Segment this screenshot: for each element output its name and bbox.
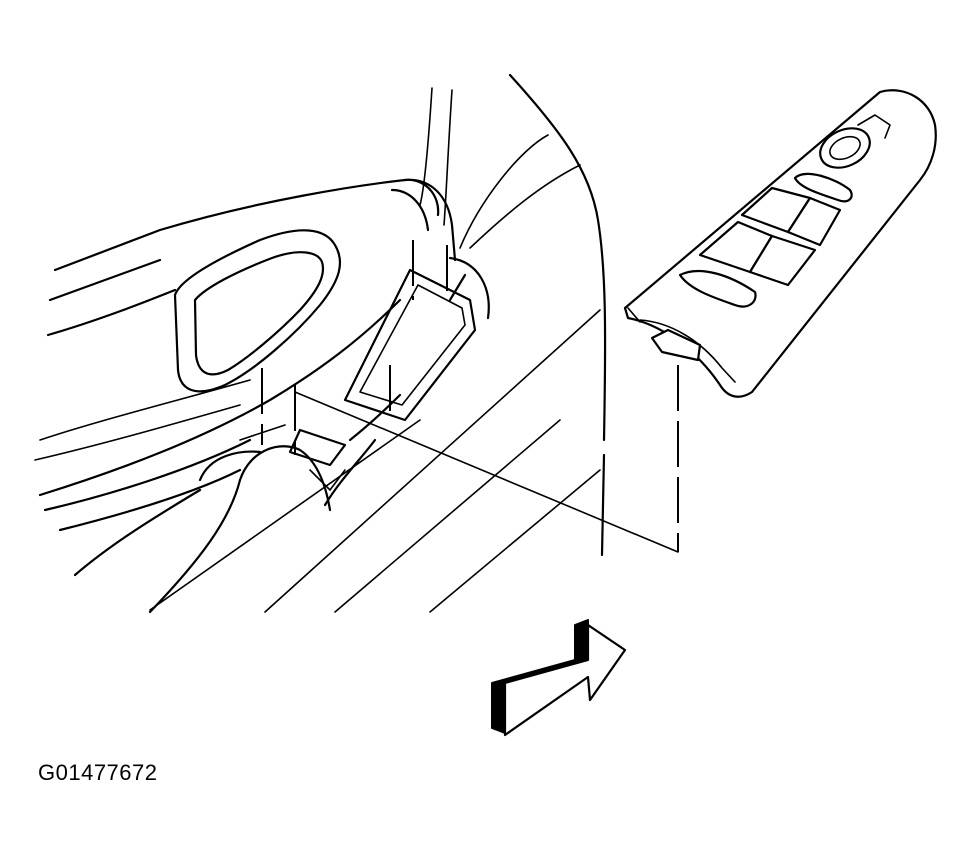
window-switch-buttons bbox=[678, 186, 842, 308]
window-switch-assembly bbox=[623, 89, 937, 398]
view-direction-arrow bbox=[491, 619, 627, 737]
alignment-leader-lines bbox=[261, 240, 679, 553]
retaining-tab bbox=[650, 328, 702, 362]
figure-id-label: G01477672 bbox=[38, 760, 158, 785]
door-trim-panel bbox=[34, 73, 607, 614]
mirror-control-knob bbox=[819, 114, 891, 169]
mirror-select-switch bbox=[793, 172, 853, 203]
